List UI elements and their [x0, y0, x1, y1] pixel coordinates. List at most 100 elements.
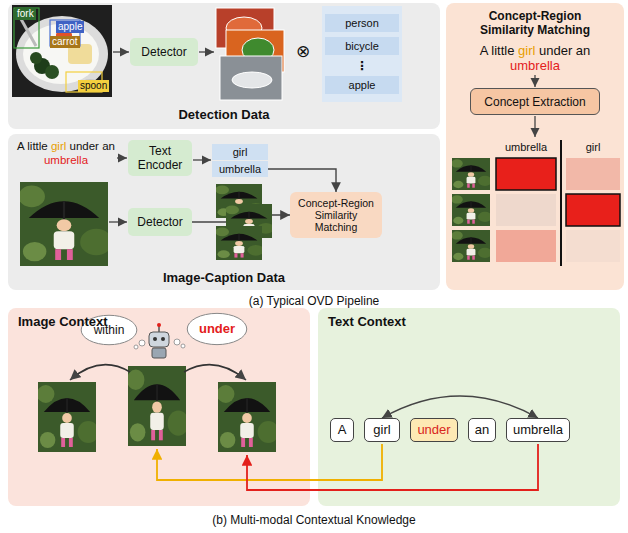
similarity-heatmap — [496, 158, 556, 190]
context-arrow — [70, 365, 246, 380]
node-text: Image Context — [18, 314, 310, 330]
food-photo — [81, 79, 99, 89]
food-photo — [16, 10, 36, 46]
thought-trail — [181, 344, 185, 348]
region-crops — [215, 184, 264, 218]
region-crops — [226, 30, 284, 72]
food-photo — [50, 20, 80, 46]
caption-word: A — [480, 43, 488, 58]
food-photo — [12, 5, 112, 97]
detector-box: Detector — [128, 208, 192, 236]
girl-photo — [19, 182, 113, 266]
caption-word: an — [576, 43, 590, 58]
node-text: person — [325, 14, 399, 32]
node-text: Concept-Region Similarity Matching — [460, 9, 610, 37]
similarity-heatmap — [496, 194, 556, 226]
caption-word: umbrella — [510, 58, 560, 73]
connector-arrow — [268, 169, 336, 192]
figure-caption: (b) Multi-modal Contextual Knowledge — [0, 513, 628, 527]
region-crops — [215, 226, 264, 260]
food-photo — [14, 8, 39, 48]
operator-symbol: ⊗ — [296, 43, 310, 61]
column-header: girl — [566, 141, 620, 154]
context-arrow — [184, 365, 246, 380]
node-text: Text Context — [328, 314, 620, 330]
concept-chip: umbrella — [212, 161, 268, 177]
caption-word: an — [102, 140, 115, 152]
node-text: Concept-Region Similarity Matching — [294, 197, 378, 233]
detector-box: Detector — [130, 38, 198, 66]
arrow — [199, 51, 214, 52]
region-crops — [220, 56, 282, 100]
food-photo — [34, 58, 50, 74]
connector-arrow — [382, 396, 538, 418]
region-crops — [216, 8, 274, 48]
word-box: umbrella — [506, 418, 570, 442]
connector-arrow — [192, 215, 290, 222]
node-text: Detection Data — [8, 107, 440, 123]
food-photo — [66, 72, 102, 92]
caption-word: under — [70, 140, 99, 152]
word-box: under — [410, 418, 458, 442]
grounding-line — [157, 444, 382, 480]
arrow — [117, 157, 127, 158]
context-images — [37, 366, 279, 452]
grounding-line — [157, 444, 538, 490]
caption-word: girl — [51, 140, 66, 152]
region-crops — [216, 8, 284, 100]
thought-trail — [139, 340, 145, 346]
node-text: ⋮ — [325, 61, 399, 71]
class-list: person bicycle ⋮ apple — [322, 6, 402, 102]
region-crops — [232, 72, 272, 88]
node-text: A little girl under an umbrella — [470, 43, 600, 73]
region-crops — [225, 204, 274, 238]
object-label: apple — [56, 21, 84, 33]
region-thumbnails — [451, 230, 492, 262]
robot-icon — [149, 332, 169, 347]
arrow — [113, 51, 129, 52]
extraction-box: Concept Extraction — [470, 88, 600, 115]
similarity-heatmap — [566, 158, 620, 190]
region-crops — [226, 17, 262, 39]
cloud-outline — [81, 315, 137, 344]
food-photo — [30, 52, 42, 64]
thought-trail — [134, 339, 185, 349]
region-thumbnails — [451, 194, 492, 226]
node-text: girl — [233, 146, 248, 159]
similarity-heatmap — [496, 230, 556, 262]
similarity-heatmap — [566, 230, 620, 262]
caption-word: girl — [518, 43, 535, 58]
word-box: A — [330, 418, 354, 442]
node-text: Text Encoder — [132, 144, 188, 172]
node-text: bicycle — [325, 37, 399, 55]
caption-word: little — [27, 140, 47, 152]
matching-box: Concept-Region Similarity Matching — [290, 192, 382, 238]
robot-icon — [157, 323, 161, 327]
column-header: umbrella — [496, 141, 556, 154]
object-label: carrot — [50, 36, 80, 48]
section-panel: Detection Data Detector person bicycle ⋮ appl… — [8, 3, 440, 129]
node-text: Detector — [141, 45, 186, 59]
node-text: Image-Caption Data — [8, 270, 440, 286]
arrow — [109, 158, 211, 222]
arrow — [113, 51, 214, 52]
food-photo — [12, 5, 112, 97]
region-thumbnails — [451, 158, 492, 262]
similarity-heatmap — [566, 194, 620, 226]
context-panel: Image Contextwithinunder — [8, 308, 310, 506]
encoder-box: Text Encoder — [128, 140, 192, 176]
node-text: an — [475, 423, 489, 437]
node-text: apple — [325, 76, 399, 94]
food-photo — [56, 32, 72, 44]
robot-icon — [153, 337, 157, 341]
robot-icon — [158, 326, 160, 332]
food-photo — [23, 24, 99, 84]
context-images — [37, 382, 99, 452]
word-box: girl — [364, 418, 400, 442]
arrow — [534, 116, 535, 137]
figure-caption: (a) Typical OVD Pipeline — [0, 294, 628, 308]
thought-trail — [174, 339, 180, 345]
node-text: Concept Extraction — [484, 95, 585, 109]
